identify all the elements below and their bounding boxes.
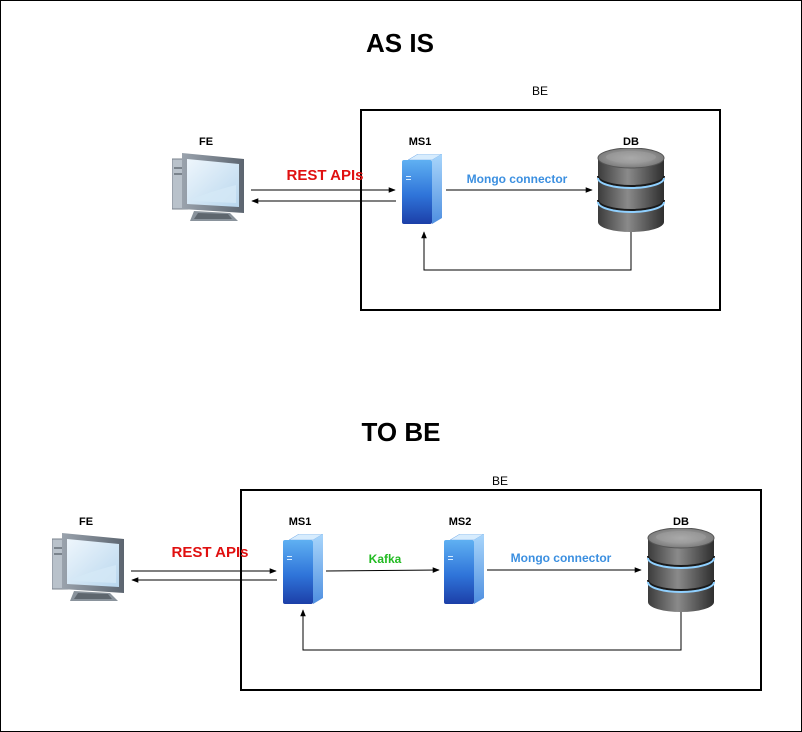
- as-is-db-label: DB: [623, 136, 639, 148]
- as-is-rest-label: REST APIs: [287, 167, 364, 184]
- as-is-section: AS IS BE FE MS1 DB REST APIs Mongo conne…: [172, 28, 721, 311]
- as-is-ms1-server-icon: [401, 154, 442, 225]
- to-be-be-label: BE: [492, 474, 508, 488]
- as-is-desktop-icon: [172, 152, 245, 222]
- as-is-mongo-label: Mongo connector: [467, 172, 568, 186]
- to-be-ms1-label: MS1: [289, 516, 312, 528]
- as-is-ms1-label: MS1: [409, 136, 432, 148]
- to-be-ms2-label: MS2: [449, 516, 472, 528]
- to-be-desktop-icon: [52, 532, 125, 602]
- to-be-kafka-label: Kafka: [369, 552, 402, 566]
- to-be-ms1-server-icon: [282, 534, 323, 605]
- as-is-be-box: [360, 109, 721, 311]
- to-be-section: TO BE BE FE MS1 MS2 DB REST APIs Kafka M…: [52, 417, 762, 691]
- to-be-fe-label: FE: [79, 516, 93, 528]
- to-be-db-label: DB: [673, 516, 689, 528]
- to-be-title: TO BE: [362, 417, 441, 447]
- as-is-title: AS IS: [366, 28, 434, 58]
- as-is-be-label: BE: [532, 84, 548, 98]
- to-be-return-arrow: [300, 609, 682, 651]
- as-is-fe-label: FE: [199, 136, 213, 148]
- to-be-be-box: [240, 489, 762, 691]
- as-is-database-icon: [597, 148, 665, 232]
- as-is-return-arrow: [421, 231, 632, 271]
- to-be-database-icon: [647, 528, 715, 612]
- to-be-mongo-label: Mongo connector: [511, 551, 612, 565]
- to-be-ms2-server-icon: [443, 534, 484, 605]
- to-be-kafka-arrow: [325, 567, 440, 573]
- to-be-rest-label: REST APIs: [172, 544, 249, 561]
